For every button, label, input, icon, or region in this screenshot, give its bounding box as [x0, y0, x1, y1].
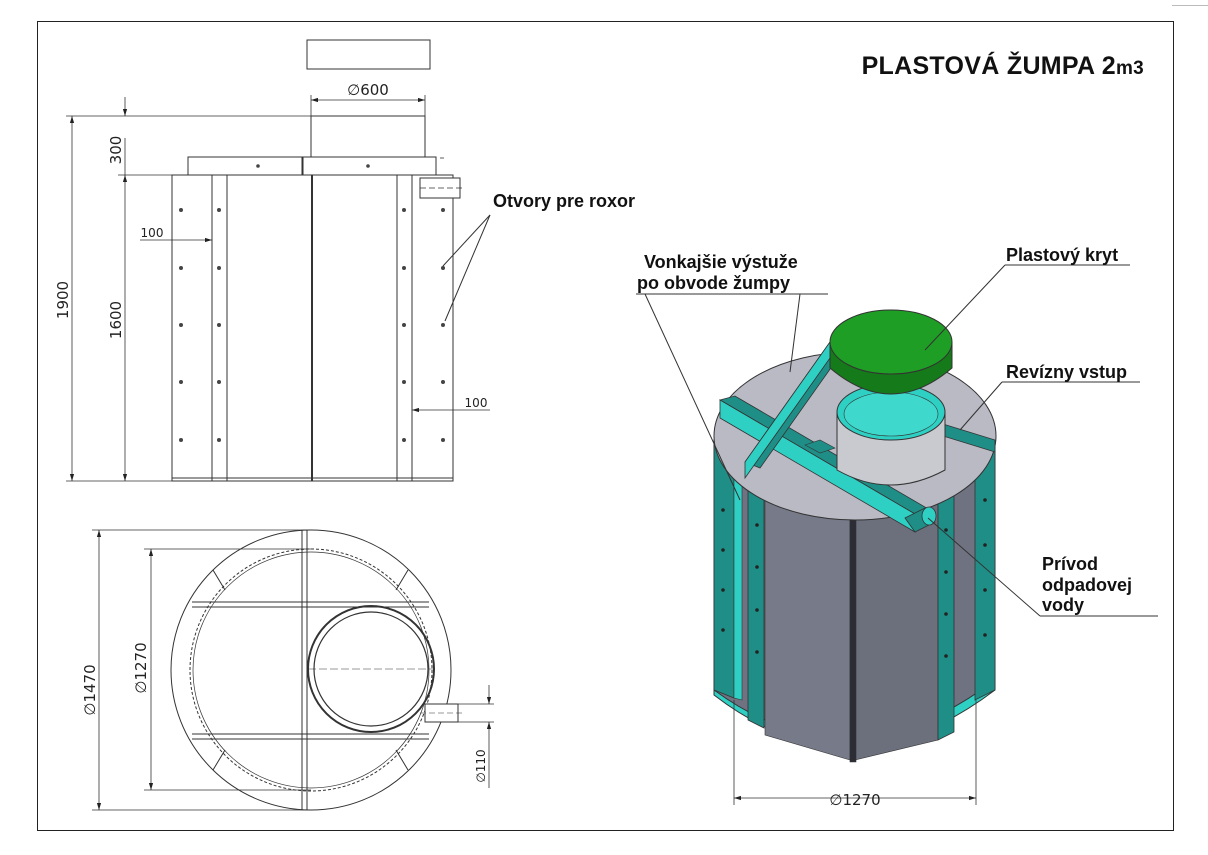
dim-pipe-diameter: ∅110	[474, 749, 488, 782]
top-view	[92, 529, 494, 811]
callout-inlet-line1: Prívod	[1042, 554, 1098, 574]
callout-inlet-line3: vody	[1042, 595, 1084, 615]
iso-rib-4	[937, 477, 955, 741]
iso-rib-holes	[721, 498, 987, 658]
dim-outer-diameter: ∅1470	[81, 664, 99, 715]
iso-rib-2	[747, 467, 765, 729]
front-manhole-riser	[310, 115, 426, 158]
front-rib-right	[396, 174, 413, 482]
dim-inner-diameter: ∅1270	[132, 642, 150, 693]
dim-body-height: 1600	[107, 301, 125, 339]
front-view	[66, 39, 491, 482]
title-unit: m3	[1115, 58, 1144, 79]
top-edge-line	[1172, 5, 1208, 6]
iso-rib-1	[713, 439, 735, 699]
dim-iso-diameter: ∅1270	[829, 791, 880, 809]
dim-cover-diameter: ∅600	[347, 81, 389, 99]
callout-roxor-holes: Otvory pre roxor	[493, 191, 635, 211]
iso-cover	[829, 309, 953, 375]
callout-inlet-line2: odpadovej	[1042, 575, 1132, 595]
iso-rib-5	[974, 439, 996, 701]
callout-ribs-line1: Vonkajšie výstuže	[644, 252, 798, 272]
drawing-frame	[37, 21, 1174, 831]
callout-cover: Plastový kryt	[1006, 245, 1118, 265]
drawing-title: PLASTOVÁ ŽUMPA 2m3	[862, 52, 1144, 81]
dim-total-height: 1900	[54, 281, 72, 319]
front-cover-lid	[306, 39, 431, 70]
front-rib-left	[211, 174, 228, 482]
top-outer-circle	[170, 529, 452, 811]
dim-rib-offset-left: 100	[141, 226, 164, 240]
dim-cap-height: 300	[107, 136, 125, 165]
isometric-view	[636, 264, 1158, 805]
callout-ribs-line2: po obvode žumpy	[637, 273, 790, 293]
front-holes	[179, 208, 445, 442]
iso-rib-3	[849, 499, 857, 763]
top-inner-circle	[189, 548, 433, 792]
dim-rib-offset-right: 100	[465, 396, 488, 410]
front-cap-left	[187, 156, 303, 176]
callout-manhole: Revízny vstup	[1006, 362, 1127, 382]
title-main: PLASTOVÁ ŽUMPA 2	[861, 52, 1116, 80]
